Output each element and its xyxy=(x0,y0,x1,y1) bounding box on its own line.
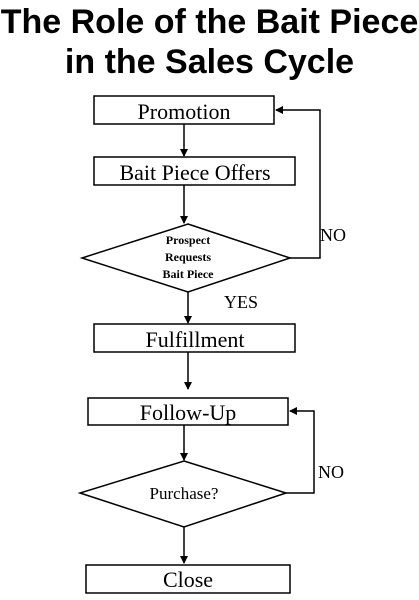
purchase-no-label: NO xyxy=(318,462,344,482)
purchase-decision-node: Purchase? xyxy=(77,460,289,528)
diagram-title-line-2: in the Sales Cycle xyxy=(64,43,355,81)
promotion-node: Promotion xyxy=(93,95,275,125)
diagram-title-line-1: The Role of the Bait Piece xyxy=(0,3,419,41)
fulfillment-node: Fulfillment xyxy=(93,323,296,353)
arrow-purchase-no-loop xyxy=(286,407,315,494)
follow-up-node: Follow-Up xyxy=(87,397,289,426)
promotion-label: Promotion xyxy=(138,99,231,124)
fulfillment-label: Fulfillment xyxy=(146,327,245,352)
purchase-decision-label: Purchase? xyxy=(150,484,219,503)
prospect-yes-label: YES xyxy=(224,292,258,312)
prospect-decision-line-2: Requests xyxy=(165,250,211,264)
arrow-prospect-no-loop xyxy=(275,106,321,259)
prospect-decision-node: Prospect Requests Bait Piece xyxy=(79,223,293,293)
close-node: Close xyxy=(85,564,291,594)
follow-up-label: Follow-Up xyxy=(140,400,237,425)
prospect-decision-line-3: Bait Piece xyxy=(163,267,215,281)
prospect-no-label: NO xyxy=(320,225,346,245)
bait-offers-node: Bait Piece Offers xyxy=(93,156,296,186)
bait-offers-label: Bait Piece Offers xyxy=(119,160,270,185)
prospect-decision-line-1: Prospect xyxy=(166,233,210,247)
close-label: Close xyxy=(163,567,213,592)
